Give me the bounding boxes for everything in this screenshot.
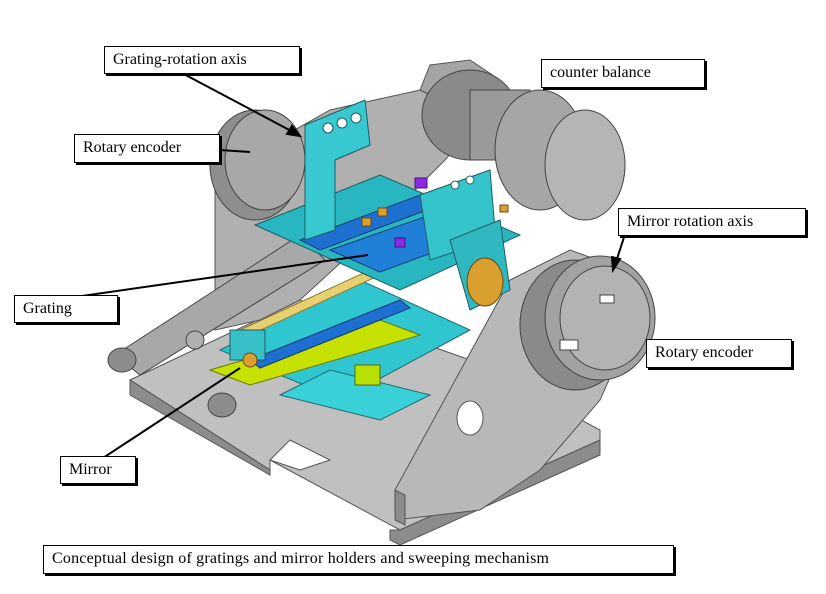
label-mirror: Mirror: [60, 456, 136, 484]
leader-mirror: [99, 367, 241, 461]
label-grating-rotation-axis: Grating-rotation axis: [104, 46, 300, 74]
arrowhead-mirror-rotation-axis: [610, 255, 622, 274]
right-rotary-encoder: [519, 255, 656, 391]
label-rotary-encoder-left: Rotary encoder: [74, 134, 220, 163]
label-grating: Grating: [14, 295, 118, 323]
leader-grating: [74, 254, 369, 298]
mirror-holder: [185, 329, 266, 368]
label-counter-balance: counter balance: [541, 59, 705, 88]
caption: Conceptual design of gratings and mirror…: [43, 545, 674, 574]
left-rotary-encoder: [209, 109, 306, 221]
swing-arm: [107, 234, 326, 418]
arrowhead-grating-rotation-axis: [285, 124, 303, 138]
counter-balance-cylinders: [421, 69, 626, 221]
leader-lines: [74, 71, 629, 461]
leader-grating-rotation-axis: [179, 71, 296, 134]
label-mirror-rotation-axis: Mirror rotation axis: [618, 208, 806, 236]
sweeping-mechanism: [208, 269, 472, 421]
label-rotary-encoder-right: Rotary encoder: [646, 339, 792, 368]
leader-rotary-encoder-left: [219, 149, 251, 153]
grating-holder: [253, 99, 522, 311]
